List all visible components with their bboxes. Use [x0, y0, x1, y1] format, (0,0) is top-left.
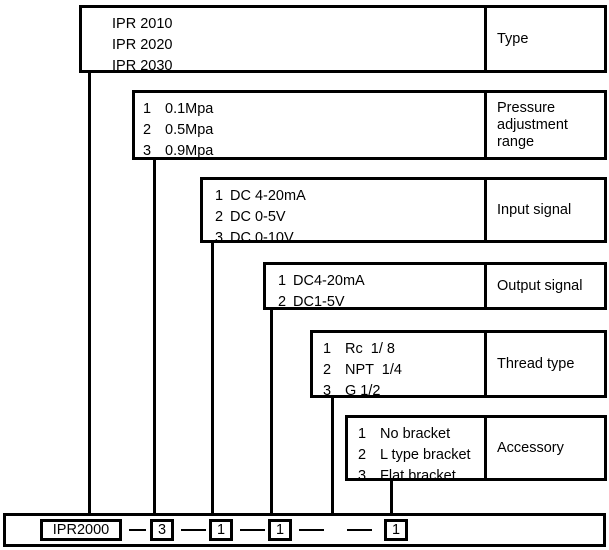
option-text: DC 0-5V	[230, 209, 286, 225]
connector-line-accessory	[390, 478, 393, 516]
option-text: Rc 1/ 8	[345, 341, 395, 357]
connector-line-type	[88, 70, 91, 516]
option-item: 1 DC4-20mA	[278, 271, 484, 292]
code-separator	[299, 529, 324, 531]
option-code: 1	[323, 341, 332, 357]
option-code	[90, 35, 112, 56]
option-item: 3 Flat bracket	[358, 466, 484, 487]
option-list-thread-type: 1 Rc 1/ 8 2 NPT 1/4 3 G 1/2	[313, 333, 487, 399]
option-list-type: IPR 2010 IPR 2020 IPR 2030	[82, 8, 487, 74]
option-text: DC 0-10V	[230, 230, 294, 246]
option-item: 1 No bracket	[358, 424, 484, 445]
option-code: 3	[143, 143, 152, 159]
option-item: 2 L type bracket	[358, 445, 484, 466]
option-label-text: Pressure adjustment range	[497, 99, 568, 150]
option-text: No bracket	[380, 426, 451, 442]
option-code	[90, 14, 112, 35]
option-label-text: Thread type	[497, 355, 575, 372]
connector-line-input	[211, 240, 214, 516]
option-row-input-signal: 1 DC 4-20mA 2 DC 0-5V 3 DC 0-10V Input s…	[200, 177, 607, 246]
option-text: L type bracket	[380, 447, 471, 463]
option-list-input-signal: 1 DC 4-20mA 2 DC 0-5V 3 DC 0-10V	[203, 180, 487, 246]
option-item: 2 0.5Mpa	[143, 120, 484, 141]
option-text: NPT 1/4	[345, 362, 402, 378]
option-text: DC1-5V	[293, 294, 345, 310]
option-code: 1	[358, 426, 367, 442]
option-code: 1	[143, 101, 152, 117]
option-code	[90, 56, 112, 77]
option-text: IPR 2010	[112, 16, 173, 32]
code-box-pressure-adjustment-range: 3	[150, 519, 174, 541]
code-separator	[129, 529, 146, 531]
option-code: 3	[323, 383, 332, 399]
code-separator	[347, 529, 372, 531]
option-row-pressure-adjustment-range: 1 0.1Mpa 2 0.5Mpa 3 0.9Mpa Pressure adju…	[132, 90, 607, 160]
connector-line-thread	[331, 395, 334, 516]
connector-line-output	[270, 307, 273, 516]
option-text: DC 4-20mA	[230, 188, 306, 204]
option-label-type: Type	[487, 8, 604, 70]
option-label-text: Accessory	[497, 439, 564, 456]
option-item: 2 NPT 1/4	[323, 360, 484, 381]
option-text: DC4-20mA	[293, 273, 365, 289]
option-item: 1 DC 4-20mA	[215, 186, 484, 207]
option-row-accessory: 1 No bracket 2 L type bracket 3 Flat bra…	[345, 415, 607, 484]
option-label-accessory: Accessory	[487, 418, 604, 478]
code-value: 1	[216, 522, 226, 538]
option-code: 1	[278, 273, 287, 289]
option-list-accessory: 1 No bracket 2 L type bracket 3 Flat bra…	[348, 418, 487, 484]
option-label-input-signal: Input signal	[487, 180, 604, 240]
option-code: 3	[215, 230, 224, 246]
option-label-text: Type	[497, 30, 529, 47]
code-separator	[240, 529, 265, 531]
code-separator	[181, 529, 206, 531]
option-text: IPR 2030	[112, 58, 173, 74]
option-item: 3 G 1/2	[323, 381, 484, 402]
option-text: 0.1Mpa	[165, 101, 214, 117]
option-item: 1 0.1Mpa	[143, 99, 484, 120]
option-item: 3 DC 0-10V	[215, 228, 484, 249]
code-box-series: IPR2000	[40, 519, 122, 541]
option-code: 2	[323, 362, 332, 378]
option-label-output-signal: Output signal	[487, 265, 604, 307]
code-series-value: IPR2000	[52, 522, 110, 538]
option-text: G 1/2	[345, 383, 381, 399]
option-code: 2	[278, 294, 287, 310]
option-text: 0.9Mpa	[165, 143, 214, 159]
code-value: 1	[391, 522, 401, 538]
code-value: 1	[275, 522, 285, 538]
code-value: 3	[157, 522, 167, 538]
option-row-output-signal: 1 DC4-20mA 2 DC1-5V Output signal	[263, 262, 607, 310]
option-item: 2 DC 0-5V	[215, 207, 484, 228]
connector-line-pressure	[153, 157, 156, 516]
option-code: 2	[143, 122, 152, 138]
option-list-output-signal: 1 DC4-20mA 2 DC1-5V	[266, 265, 487, 310]
option-label-text: Input signal	[497, 201, 572, 218]
option-item: IPR 2030	[90, 56, 484, 77]
option-code: 2	[358, 447, 367, 463]
option-code: 2	[215, 209, 224, 225]
option-text: 0.5Mpa	[165, 122, 214, 138]
option-label-text: Output signal	[497, 277, 583, 294]
option-item: 1 Rc 1/ 8	[323, 339, 484, 360]
option-list-pressure-adjustment-range: 1 0.1Mpa 2 0.5Mpa 3 0.9Mpa	[135, 93, 487, 159]
option-item: IPR 2010	[90, 14, 484, 35]
option-code: 1	[215, 188, 224, 204]
option-row-type: IPR 2010 IPR 2020 IPR 2030 Type	[79, 5, 607, 74]
option-item: IPR 2020	[90, 35, 484, 56]
option-row-thread-type: 1 Rc 1/ 8 2 NPT 1/4 3 G 1/2 Thread type	[310, 330, 607, 399]
option-code: 3	[358, 468, 367, 484]
option-label-thread-type: Thread type	[487, 333, 604, 395]
code-box-accessory: 1	[384, 519, 408, 541]
option-item: 3 0.9Mpa	[143, 141, 484, 162]
option-text: IPR 2020	[112, 37, 173, 53]
code-box-output-signal: 1	[268, 519, 292, 541]
model-code-bar: IPR2000 3 1 1 1	[3, 513, 606, 547]
code-box-input-signal: 1	[209, 519, 233, 541]
option-label-pressure-adjustment-range: Pressure adjustment range	[487, 93, 604, 157]
option-item: 2 DC1-5V	[278, 292, 484, 313]
option-text: Flat bracket	[380, 468, 456, 484]
